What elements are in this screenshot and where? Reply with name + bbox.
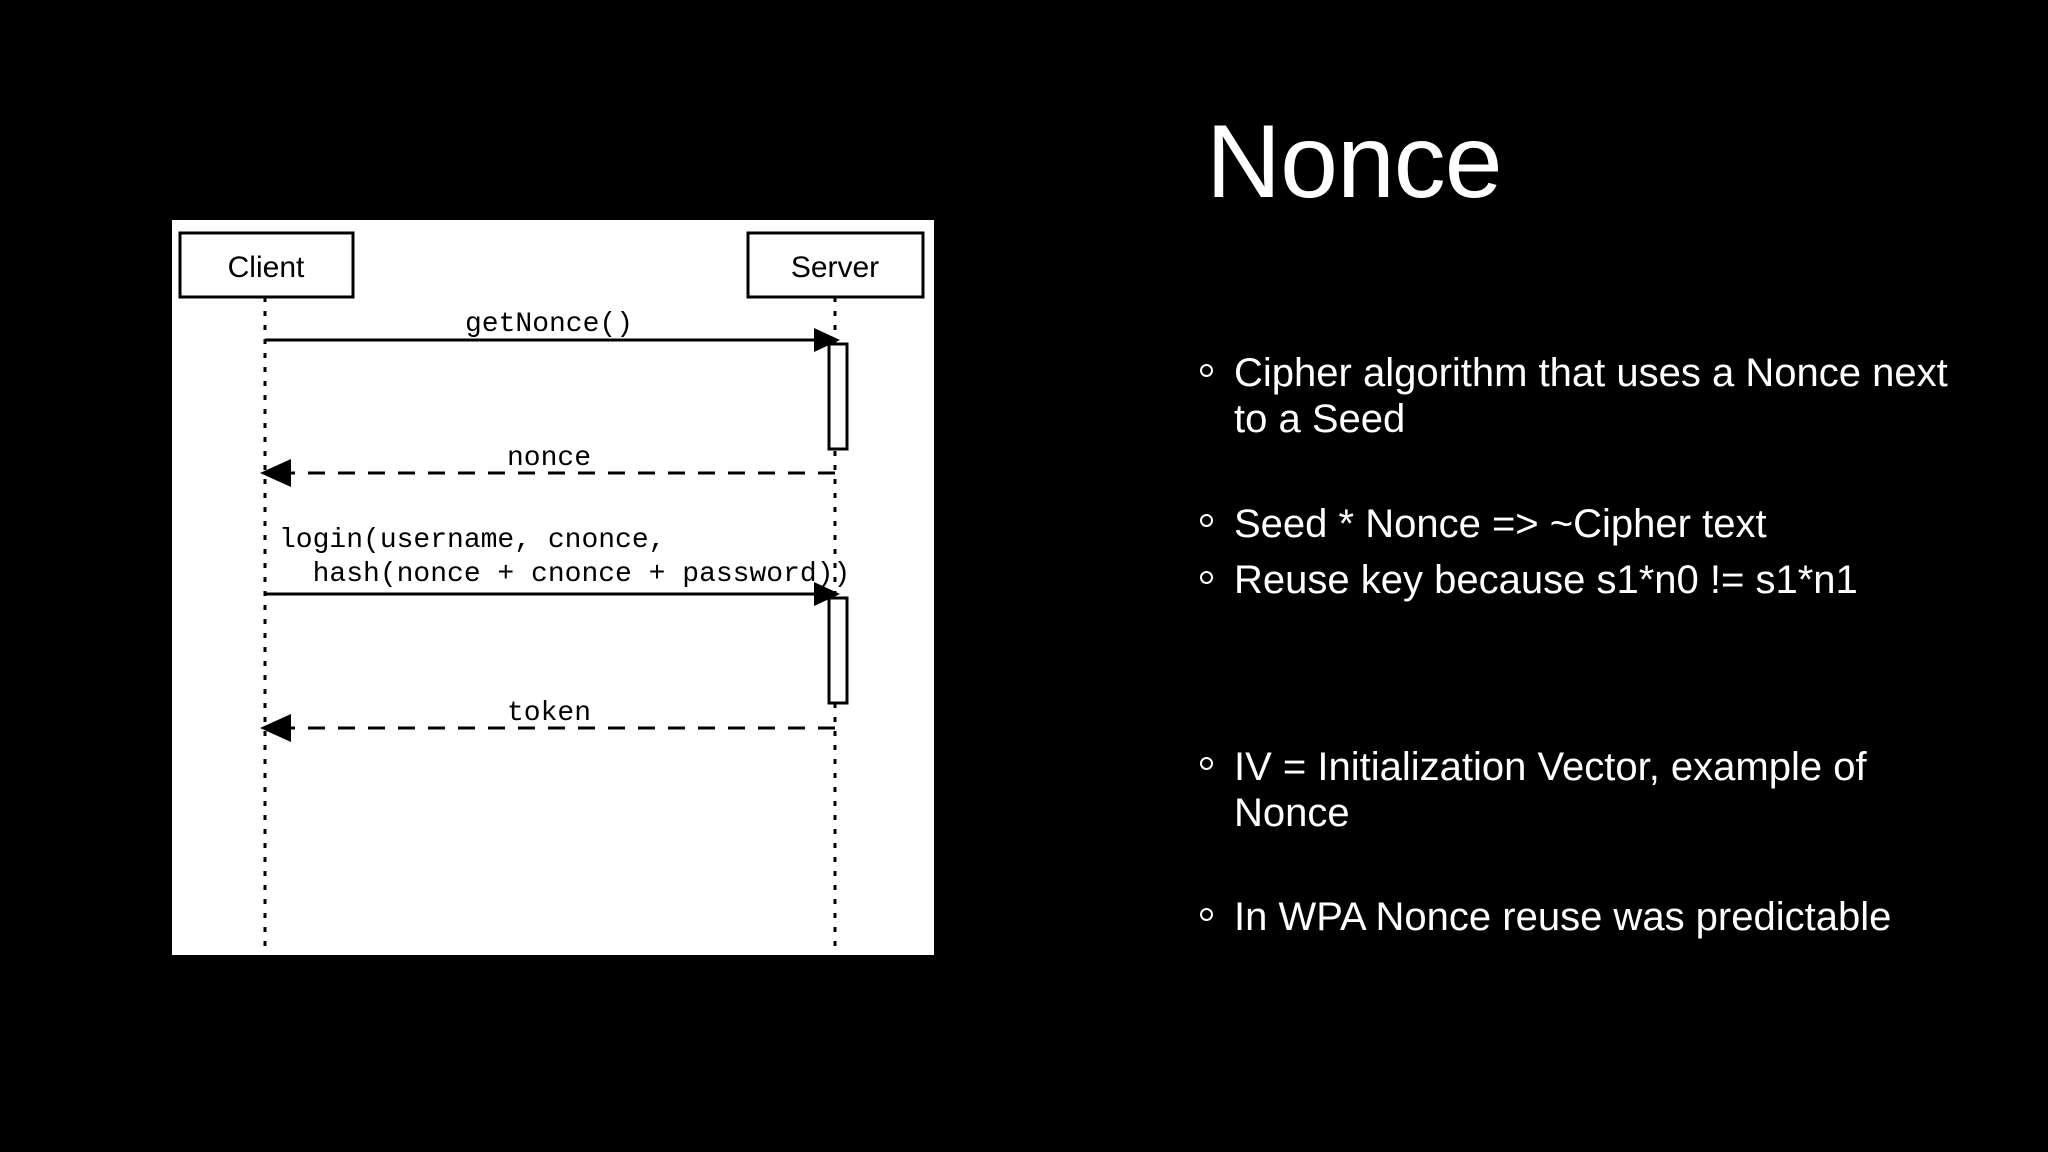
list-item-label: Seed * Nonce => ~Cipher text <box>1234 501 1767 546</box>
server-participant-label: Server <box>791 251 879 284</box>
list-item-label: Reuse key because s1*n0 != s1*n1 <box>1234 558 1858 603</box>
message-arrowhead-getnonce <box>814 328 840 352</box>
slide-content: Nonce Cipher algorithm that uses a Nonce… <box>1200 110 2000 1090</box>
message-arrowhead-nonce <box>260 459 291 487</box>
message-label-getnonce: getNonce() <box>465 309 633 340</box>
message-label-login-line2: hash(nonce + cnonce + password)) <box>279 559 850 590</box>
list-item: Cipher algorithm that uses a Nonce next … <box>1200 350 1970 443</box>
hollow-circle-bullet-icon <box>1200 757 1213 771</box>
sequence-diagram-svg: Client Server getNonce() nonce login(use… <box>178 231 925 955</box>
page-title: Nonce <box>1206 104 1503 220</box>
client-participant-label: Client <box>228 251 305 284</box>
hollow-circle-bullet-icon <box>1200 363 1213 377</box>
hollow-circle-bullet-icon <box>1200 907 1213 921</box>
message-arrowhead-token <box>260 714 291 742</box>
message-arrowhead-login <box>814 582 840 606</box>
bullet-list: Cipher algorithm that uses a Nonce next … <box>1200 350 1970 941</box>
server-activation-bar-1 <box>827 342 849 451</box>
client-participant-box <box>178 231 355 299</box>
list-item: Reuse key because s1*n0 != s1*n1 <box>1200 557 1970 603</box>
list-item: Seed * Nonce => ~Cipher text <box>1200 501 1970 547</box>
server-activation-bar-2 <box>827 596 849 705</box>
list-item: IV = Initialization Vector, example of N… <box>1200 744 1970 837</box>
hollow-circle-bullet-icon <box>1200 570 1213 584</box>
sequence-diagram-panel: Client Server getNonce() nonce login(use… <box>172 220 934 955</box>
message-label-nonce: nonce <box>507 443 591 474</box>
list-item-label: Cipher algorithm that uses a Nonce next … <box>1234 351 1948 442</box>
list-item: In WPA Nonce reuse was predictable <box>1200 894 1970 940</box>
list-item-label: IV = Initialization Vector, example of N… <box>1234 744 1867 835</box>
server-participant-box <box>746 231 925 299</box>
message-label-token: token <box>507 698 591 729</box>
hollow-circle-bullet-icon <box>1200 514 1213 528</box>
message-label-login-line1: login(username, cnonce, <box>279 525 665 556</box>
list-item-label: In WPA Nonce reuse was predictable <box>1234 895 1892 940</box>
